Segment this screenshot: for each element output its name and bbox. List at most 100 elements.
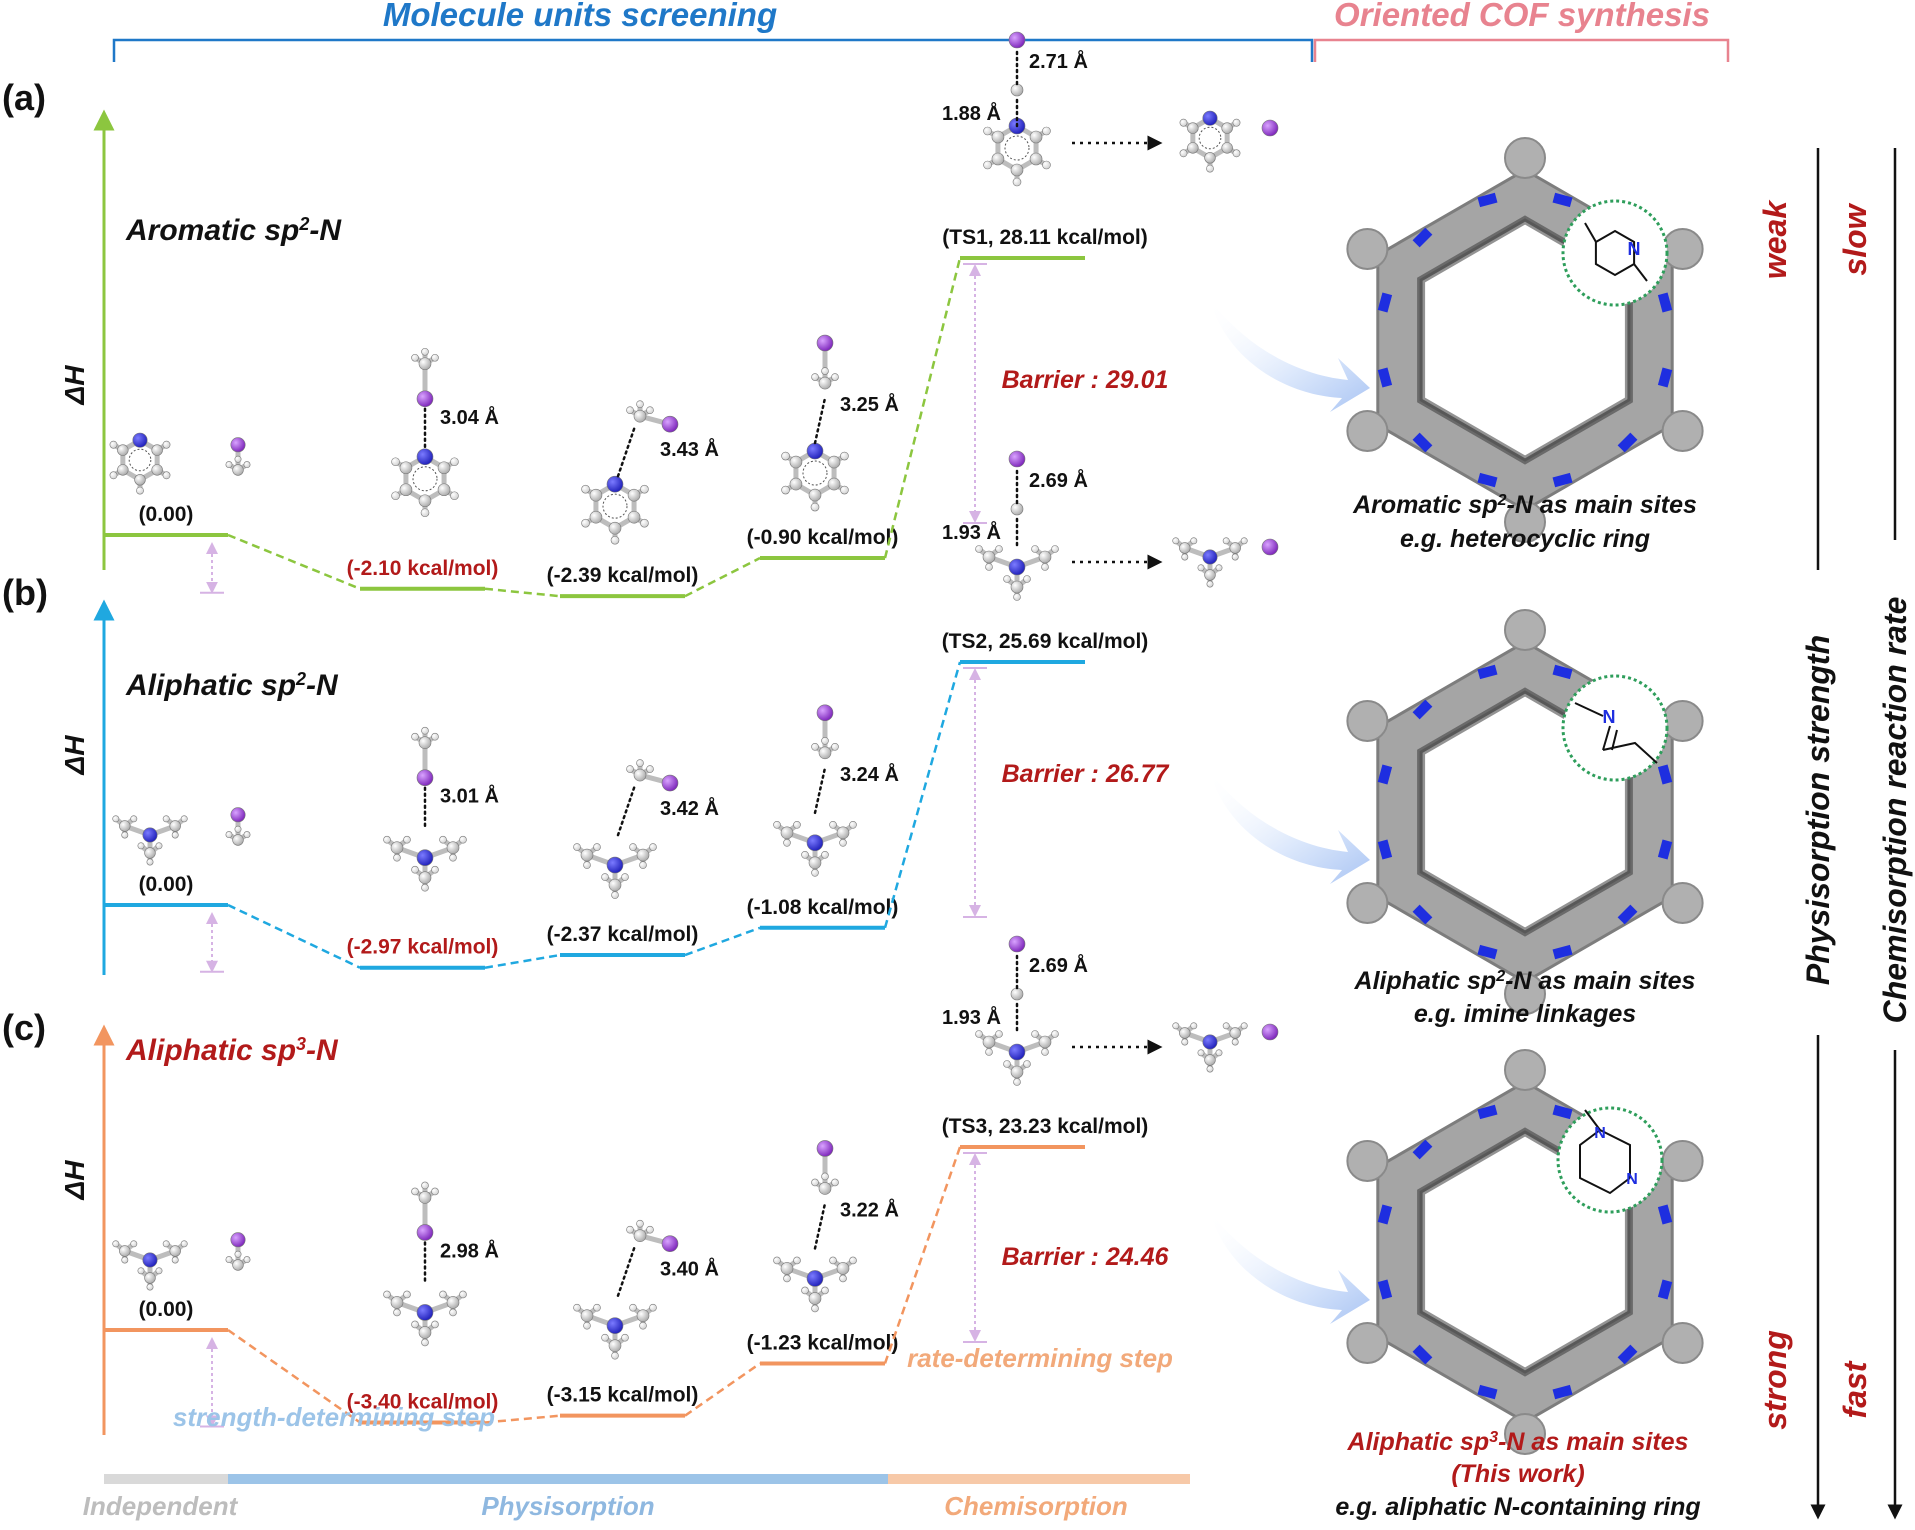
iodine-atom <box>416 769 434 787</box>
hydrogen-atom <box>639 861 647 869</box>
carbon-atom <box>151 464 163 476</box>
carbon-atom <box>232 1259 244 1271</box>
cof-c-vertex-node <box>1504 1049 1546 1091</box>
hydrogen-atom <box>985 1048 993 1056</box>
independent-label: Independent <box>83 1491 239 1521</box>
carbon-atom <box>608 878 622 892</box>
nitrogen-atom <box>1202 110 1218 126</box>
carbon-atom <box>418 736 432 750</box>
slow-label: slow <box>1837 202 1873 275</box>
hydrogen-atom <box>234 825 242 833</box>
hydrogen-atom <box>431 1320 439 1329</box>
cof-c-vertex-node <box>1346 1322 1389 1364</box>
hydrogen-atom <box>593 1303 601 1312</box>
carbon-atom <box>232 464 244 476</box>
carbon-atom <box>633 1229 647 1242</box>
hydrogen-atom <box>811 1178 819 1187</box>
panel-b-distance-ts-ci: 2.69 Å <box>1029 468 1088 492</box>
hydrogen-atom <box>1172 1022 1180 1030</box>
cof-c-nitrogen-site <box>1412 1139 1433 1160</box>
cof-a-vertex-node <box>1661 228 1704 270</box>
header-left-bracket <box>112 38 1314 62</box>
cof-caption-c-line3: e.g. aliphatic N-containing ring <box>1335 1493 1700 1521</box>
panel-c-connector-3 <box>684 1362 761 1417</box>
hydrogen-atom <box>611 891 619 899</box>
hydrogen-atom <box>243 831 251 839</box>
carbon-atom <box>818 746 832 760</box>
carbon-atom <box>1038 1035 1052 1049</box>
panel-b-title-end: -N <box>306 669 339 702</box>
panel-b-title: Aliphatic sp2-N <box>125 669 339 702</box>
weak-label: weak <box>1757 199 1793 279</box>
independent-bar <box>104 1474 228 1484</box>
hydrogen-atom <box>449 853 457 862</box>
cof-a-vertex-node <box>1346 410 1389 452</box>
hydrogen-atom <box>1190 537 1198 545</box>
hydrogen-atom <box>1041 1048 1049 1056</box>
panel-c-barrier-label: Barrier : 24.46 <box>1002 1243 1170 1271</box>
hydrogen-atom <box>831 1178 839 1187</box>
panel-a-level-2-label: (-2.39 kcal/mol) <box>547 564 699 587</box>
cof-a-vertex-node <box>1504 501 1546 543</box>
cof-a-inset-circle <box>1561 199 1669 307</box>
panel-a-title-main: Aromatic sp <box>125 214 299 247</box>
cof-caption-c: Aliphatic sp3-N as main sites (This work… <box>1335 1428 1700 1521</box>
hydrogen-atom <box>171 831 179 839</box>
hydrogen-atom <box>821 367 829 375</box>
cof-c-vertex-node <box>1661 1140 1704 1182</box>
cof-b: N <box>1210 609 1704 1015</box>
panel-c-letter: (c) <box>2 1007 46 1048</box>
carbon-atom <box>580 1309 594 1322</box>
cof-c-inset-circle <box>1556 1106 1664 1214</box>
header-right-title: Oriented COF synthesis <box>1334 0 1710 33</box>
iodine-atom <box>661 774 679 792</box>
hydrogen-atom <box>581 518 590 528</box>
carbon-atom <box>1010 163 1024 177</box>
panel-b-level-2-label: (-2.37 kcal/mol) <box>547 923 699 946</box>
nitrogen-atom <box>1202 549 1218 565</box>
hydrogen-atom <box>985 563 993 571</box>
nitrogen-atom <box>1202 1034 1218 1050</box>
carbon-atom <box>982 1035 996 1049</box>
cof-b-inset-circle <box>1561 674 1669 782</box>
hydrogen-atom <box>1215 564 1223 572</box>
nitrogen-atom <box>416 448 434 466</box>
hydrogen-atom <box>1003 1060 1011 1068</box>
cof-c-nitrogen-site <box>1617 1344 1638 1365</box>
hydrogen-atom <box>626 406 634 414</box>
cof-c-inset-piperazine <box>1579 1129 1631 1195</box>
hydrogen-atom <box>610 535 620 545</box>
panel-c-molecules: 2.98 Å3.40 Å3.22 Å2.69 Å1.93 Å <box>112 935 1279 1360</box>
cof-b-nitrogen-site <box>1477 944 1498 960</box>
hydrogen-atom <box>393 1308 401 1317</box>
cof-a-nitrogen-site <box>1377 292 1393 313</box>
carbon-atom <box>633 409 647 423</box>
carbon-atom <box>608 521 622 535</box>
hydrogen-atom <box>411 865 419 874</box>
cof-a-vertex-node <box>1504 137 1546 179</box>
iodine-atom <box>1008 450 1026 468</box>
nitrogen-atom <box>1008 558 1026 576</box>
hydrogen-atom <box>391 491 400 501</box>
hydrogen-atom <box>421 1338 429 1347</box>
carbon-atom <box>169 1245 181 1257</box>
hydrogen-atom <box>783 1274 791 1283</box>
hydrogen-atom <box>439 835 447 844</box>
cof-a-vertex-node <box>1346 228 1389 270</box>
hydrogen-atom <box>137 842 145 850</box>
carbon-atom <box>134 474 146 486</box>
carbon-atom <box>418 357 432 371</box>
hydrogen-atom <box>155 1267 163 1275</box>
hydrogen-atom <box>383 835 391 844</box>
hydrogen-atom <box>840 485 849 495</box>
hydrogen-atom <box>640 518 649 528</box>
hydrogen-atom <box>811 743 819 751</box>
iodine-atom <box>230 1232 246 1248</box>
cof-c-vertex-node <box>1346 1140 1389 1182</box>
iodine-atom <box>816 334 834 352</box>
carbon-atom <box>1179 542 1191 554</box>
cof-c-vertex-node <box>1504 1413 1546 1455</box>
